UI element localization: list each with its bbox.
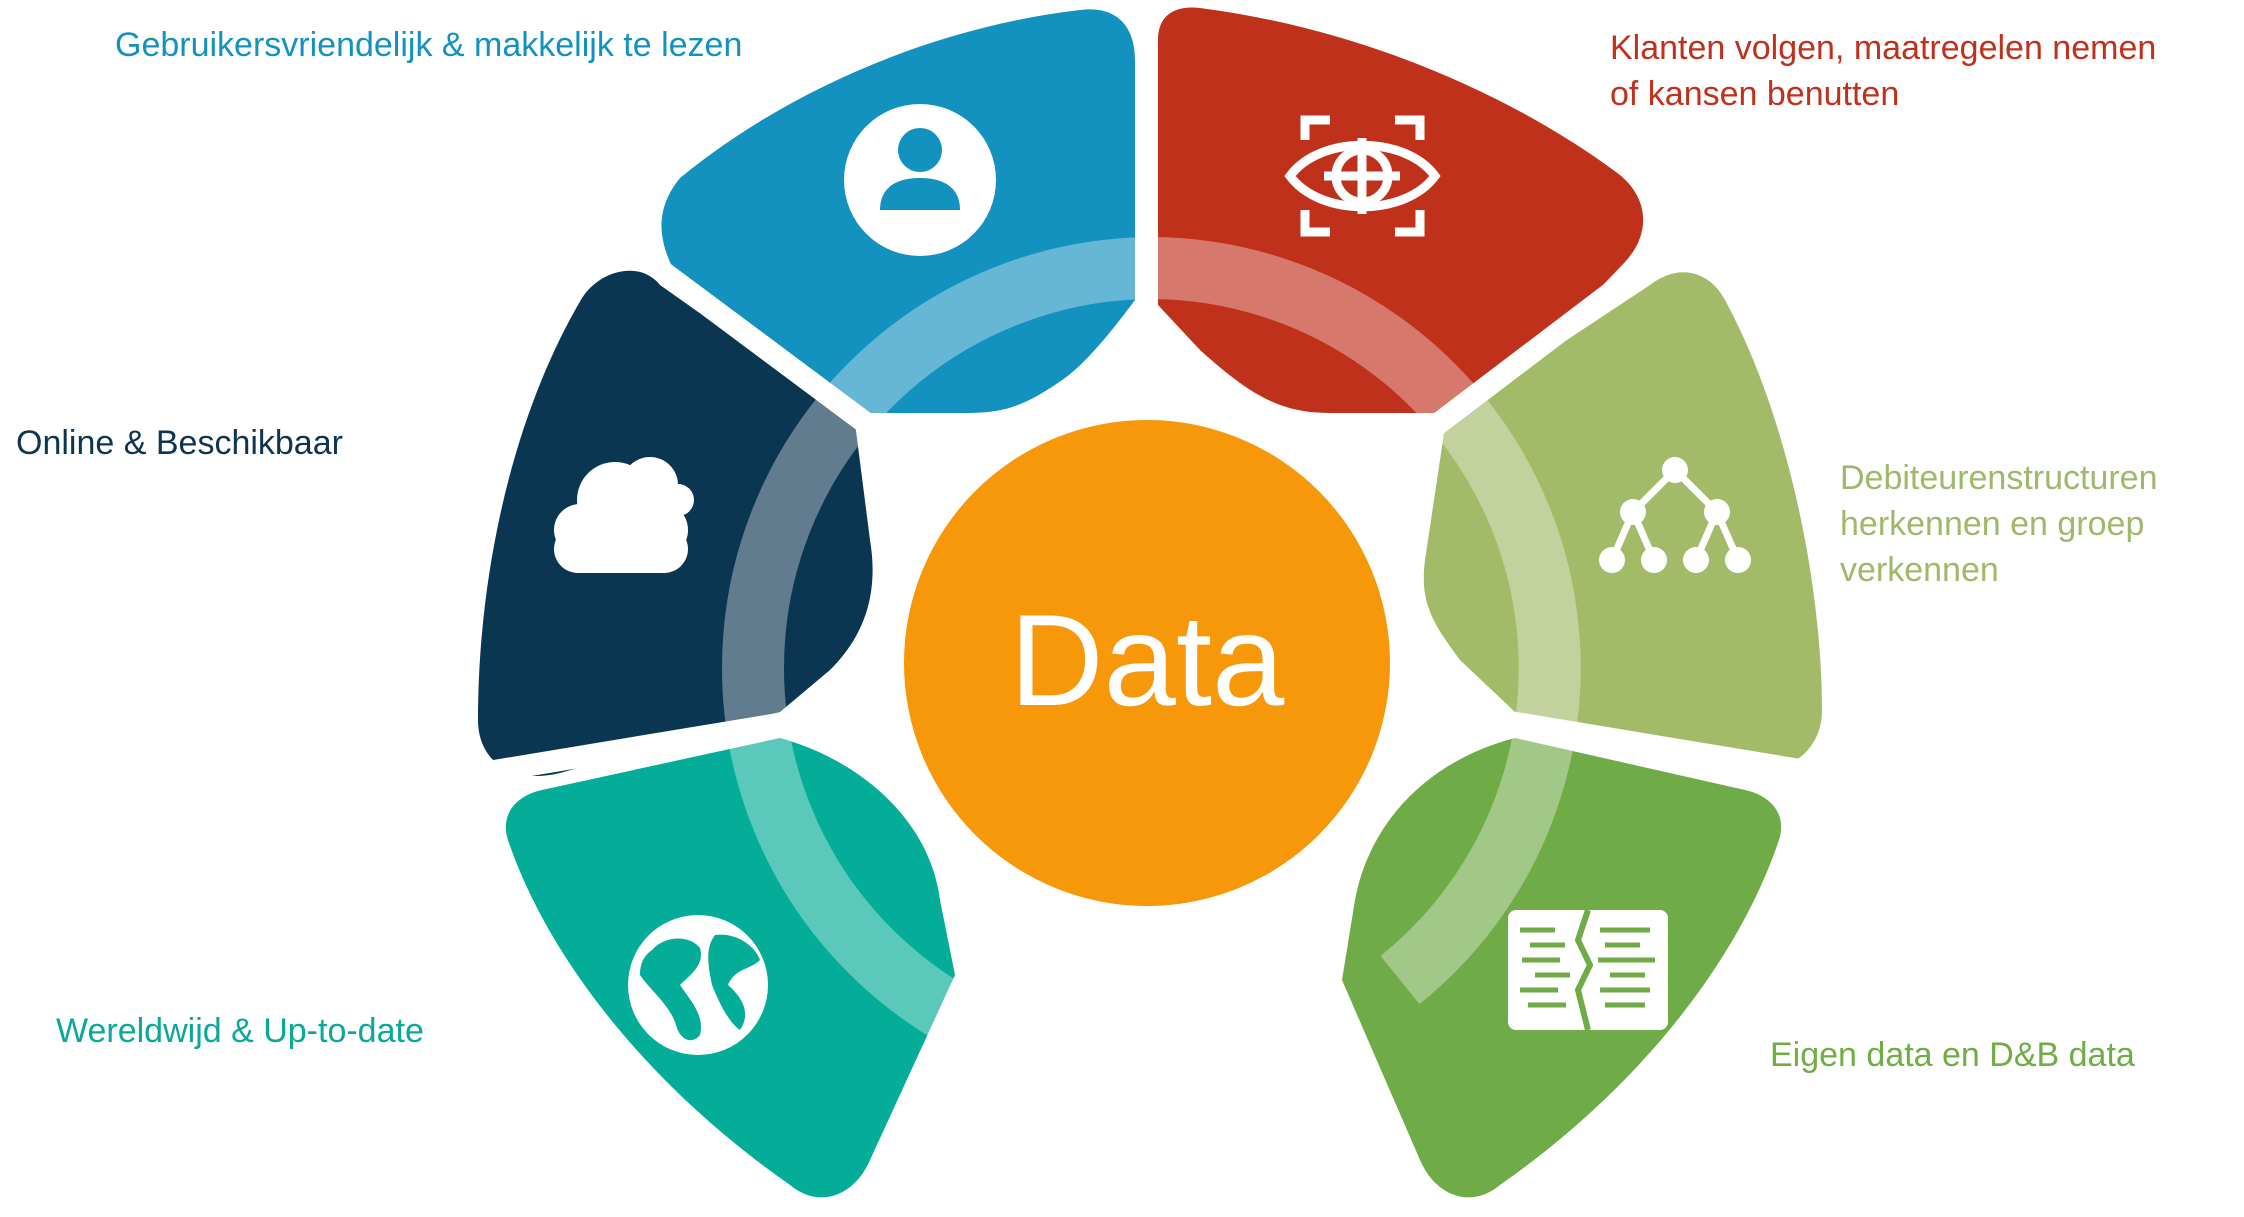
label-mid-right: Debiteurenstructuren herkennen en groep …: [1840, 455, 2158, 593]
label-mid-left: Online & Beschikbaar: [16, 420, 343, 466]
label-line: Eigen data en D&B data: [1770, 1036, 2135, 1074]
label-line: Klanten volgen, maatregelen nemen: [1610, 29, 2157, 67]
segment-mid-right: [1423, 272, 1822, 769]
label-line: Wereldwijd & Up-to-date: [56, 1012, 424, 1050]
eye-target-icon: [1284, 115, 1441, 237]
label-line: herkennen en groep: [1840, 505, 2145, 543]
center-circle: [904, 420, 1390, 906]
label-line: of kansen benutten: [1610, 75, 1900, 113]
cloud-icon: [554, 457, 694, 573]
label-line: Debiteurenstructuren: [1840, 459, 2158, 497]
label-bot-left: Wereldwijd & Up-to-date: [56, 1008, 424, 1054]
label-line: verkennen: [1840, 551, 1999, 589]
translucent-ring-right: [1152, 237, 1581, 1005]
data-merge-icon: [1508, 909, 1668, 1031]
segment-gaps: [438, 0, 1862, 791]
globe-icon: [628, 915, 768, 1055]
label-top-left: Gebruikersvriendelijk & makkelijk te lez…: [115, 22, 742, 68]
label-line: Online & Beschikbaar: [16, 424, 343, 462]
segment-top-right: [1158, 7, 1644, 414]
translucent-ring: [722, 237, 1153, 1099]
user-icon: [844, 104, 996, 256]
label-top-right: Klanten volgen, maatregelen nemen of kan…: [1610, 25, 2156, 117]
hierarchy-tree-icon: [1599, 457, 1751, 573]
center-label: Data: [1010, 587, 1285, 733]
label-line: Gebruikersvriendelijk & makkelijk te lez…: [115, 26, 743, 64]
label-bot-right: Eigen data en D&B data: [1770, 1032, 2135, 1078]
